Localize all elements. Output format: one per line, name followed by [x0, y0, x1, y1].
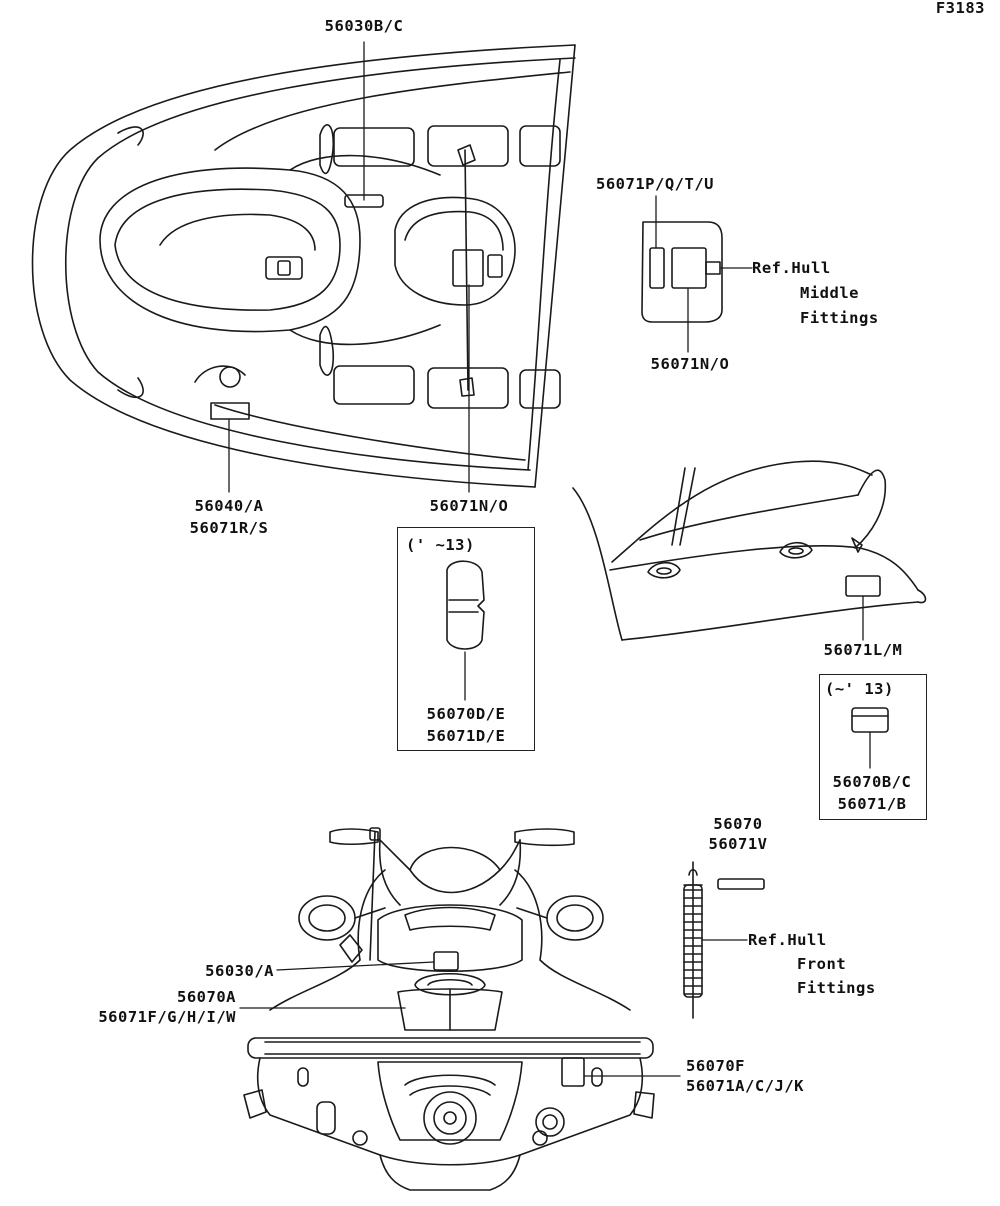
part-label-56071de: 56071D/E [426, 727, 506, 745]
detail-box-1 [397, 527, 535, 751]
part-label-56071b: 56071/B [837, 795, 907, 813]
part-label-56070de: 56070D/E [426, 705, 506, 723]
part-label-56070: 56070 [713, 815, 763, 833]
ref-hull-front-line3: Fittings [797, 979, 876, 997]
side-view-seat [572, 460, 927, 641]
part-label-56071no-right: 56071N/O [650, 355, 730, 373]
detail-box-1-art [446, 560, 485, 701]
top-view-hull [31, 44, 576, 488]
front-view-leaders [239, 961, 681, 1077]
figure-id: F3183 [935, 0, 985, 17]
ref-hull-middle-line1: Ref.Hull [752, 259, 831, 277]
detail-box-2-note: (~' 13) [825, 680, 894, 698]
detail-box-2 [819, 674, 927, 820]
part-label-56070a: 56070A [177, 988, 236, 1006]
middle-fittings [641, 195, 753, 353]
part-label-56030bc: 56030B/C [324, 17, 404, 35]
part-label-56071acjk: 56071A/C/J/K [686, 1077, 804, 1095]
ref-hull-front-line2: Front [797, 955, 847, 973]
part-label-56071rs: 56071R/S [189, 519, 269, 537]
top-view-leaders [228, 41, 470, 493]
part-label-56071v: 56071V [708, 835, 768, 853]
part-label-56071fghiw: 56071F/G/H/I/W [98, 1008, 236, 1026]
ref-hull-front-line1: Ref.Hull [748, 931, 827, 949]
ref-hull-middle-line2: Middle [800, 284, 859, 302]
part-label-56070f: 56070F [686, 1057, 745, 1075]
part-label-56030a: 56030/A [205, 962, 274, 980]
part-label-56040a: 56040/A [194, 497, 264, 515]
front-fittings [683, 861, 765, 1019]
detail-box-2-art [851, 707, 889, 769]
ref-hull-middle-line3: Fittings [800, 309, 879, 327]
part-label-56071no-center: 56071N/O [429, 497, 509, 515]
part-label-56070bc: 56070B/C [832, 773, 912, 791]
part-label-56071pqtu: 56071P/Q/T/U [596, 175, 714, 193]
detail-box-1-note: (' ~13) [406, 536, 475, 554]
part-label-56071lm: 56071L/M [823, 641, 903, 659]
front-view-craft [243, 827, 655, 1191]
